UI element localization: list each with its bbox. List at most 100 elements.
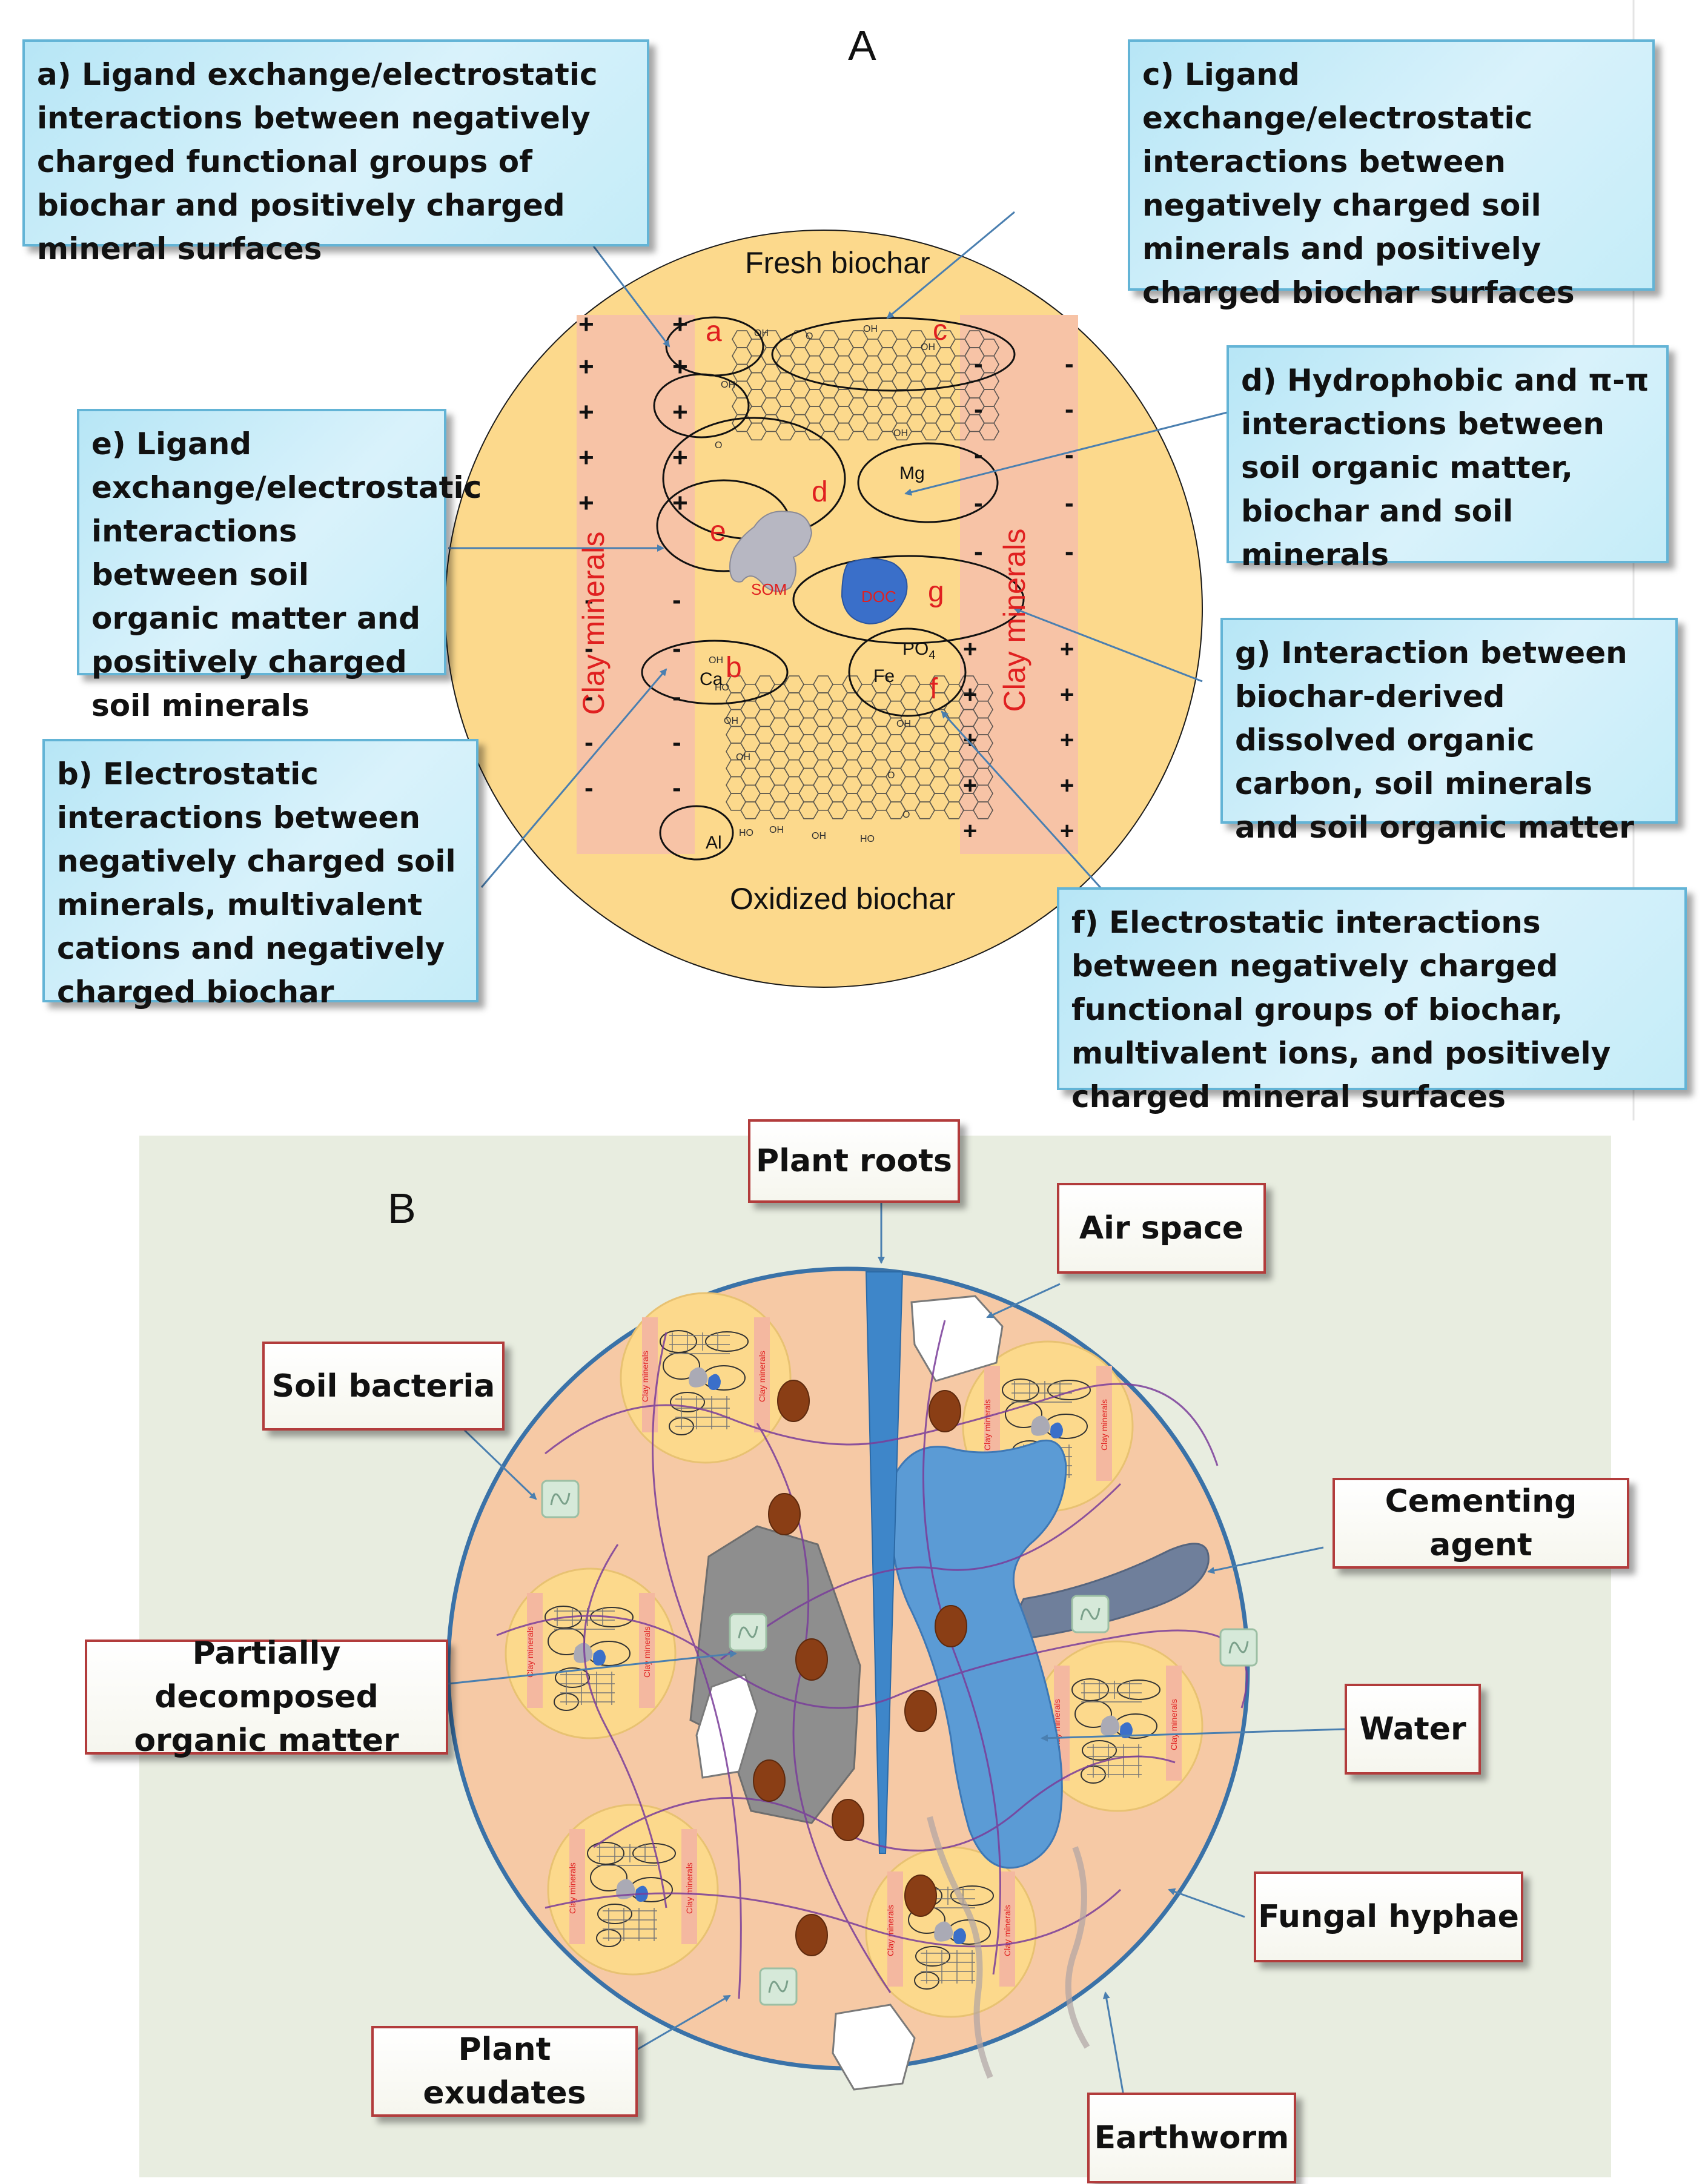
oxidized-biochar-label: Oxidized biochar — [730, 882, 956, 916]
earthworm-label: Earthworm — [1087, 2093, 1296, 2183]
site-letter-c: c — [933, 314, 947, 346]
svg-text:-: - — [672, 727, 681, 757]
site-letter-f: f — [930, 673, 938, 705]
svg-text:+: + — [963, 681, 977, 708]
svg-text:+: + — [1060, 681, 1074, 708]
svg-text:-: - — [584, 727, 594, 757]
air-space-label: Air space — [1057, 1183, 1266, 1274]
svg-text:+: + — [672, 352, 688, 382]
svg-text:-: - — [672, 682, 681, 712]
svg-text:OH: OH — [769, 825, 784, 835]
panel-b-letter: B — [388, 1185, 416, 1232]
svg-text:OH: OH — [863, 324, 878, 334]
fe-label: Fe — [873, 666, 895, 686]
svg-text:+: + — [578, 488, 594, 518]
som-label: SOM — [751, 580, 787, 598]
mechanism-f-box: f) Electrostatic interactions between ne… — [1057, 887, 1687, 1114]
svg-text:+: + — [578, 309, 594, 339]
site-letter-g: g — [928, 576, 944, 608]
mechanism-b-box: b) Electrostatic interactions between ne… — [42, 739, 478, 1010]
ca-label: Ca — [700, 669, 723, 689]
mechanism-c-box: c) Ligand exchange/electrostatic interac… — [1128, 39, 1655, 310]
svg-text:+: + — [672, 488, 688, 518]
clay-minerals-left-label: Clay minerals — [577, 531, 611, 715]
site-letter-d: d — [812, 476, 828, 508]
water-label: Water — [1345, 1684, 1481, 1775]
svg-text:+: + — [672, 309, 688, 339]
panel-a-letter: A — [848, 22, 876, 69]
partially-decomposed-line1: Partially decomposed — [154, 1635, 379, 1715]
partially-decomposed-om-label: Partially decomposed organic matter — [85, 1635, 448, 1759]
earthworm-text: Earthworm — [1094, 2120, 1290, 2156]
mechanism-e-box: e) Ligand exchange/electrostatic interac… — [77, 409, 482, 723]
site-letter-b: b — [726, 652, 742, 684]
fungal-hyphae-label: Fungal hyphae — [1254, 1871, 1523, 1962]
svg-text:OH: OH — [724, 716, 738, 726]
plant-exudates-text: Plant exudates — [423, 2031, 586, 2111]
svg-text:-: - — [584, 773, 594, 802]
svg-text:+: + — [1060, 818, 1074, 844]
cementing-agent-label: Cementing agent — [1333, 1478, 1629, 1569]
svg-text:-: - — [1065, 349, 1074, 379]
plant-exudates-label: Plant exudates — [371, 2026, 638, 2117]
svg-text:OH: OH — [893, 428, 908, 438]
svg-text:O: O — [806, 331, 813, 342]
svg-text:-: - — [974, 394, 983, 424]
svg-text:O: O — [887, 770, 895, 781]
svg-text:+: + — [1060, 772, 1074, 799]
svg-text:+: + — [672, 443, 688, 472]
svg-text:+: + — [672, 397, 688, 427]
fresh-biochar-label: Fresh biochar — [745, 246, 930, 280]
svg-text:-: - — [974, 488, 983, 518]
air-space-text: Air space — [1079, 1210, 1244, 1246]
clay-minerals-right-label: Clay minerals — [998, 528, 1031, 712]
partially-decomposed-line2: organic matter — [134, 1722, 399, 1759]
svg-text:OH: OH — [812, 831, 826, 841]
svg-text:+: + — [578, 443, 594, 472]
svg-text:+: + — [578, 352, 594, 382]
svg-text:-: - — [1065, 537, 1074, 566]
svg-text:O: O — [902, 810, 910, 820]
svg-text:-: - — [974, 440, 983, 469]
svg-text:OH: OH — [709, 655, 723, 666]
water-text: Water — [1359, 1711, 1466, 1747]
site-letter-a: a — [706, 316, 722, 348]
plant-roots-text: Plant roots — [756, 1143, 952, 1179]
mechanism-d-box: d) Hydrophobic and π-π interactions betw… — [1227, 345, 1669, 572]
svg-text:OH: OH — [754, 328, 769, 339]
fungal-hyphae-text: Fungal hyphae — [1258, 1899, 1519, 1935]
mg-label: Mg — [899, 463, 925, 483]
site-letter-e: e — [710, 515, 726, 548]
svg-text:-: - — [584, 585, 594, 615]
svg-text:-: - — [1065, 394, 1074, 424]
svg-text:-: - — [584, 634, 594, 663]
plant-roots-label: Plant roots — [748, 1119, 960, 1203]
po4-label: PO4 — [902, 639, 936, 662]
svg-text:+: + — [963, 636, 977, 663]
svg-text:OH: OH — [921, 342, 935, 352]
soil-bacteria-label: Soil bacteria — [262, 1342, 505, 1431]
mechanism-g-box: g) Interaction between biochar-derived d… — [1220, 618, 1678, 845]
svg-text:-: - — [672, 585, 681, 615]
svg-text:+: + — [1060, 727, 1074, 753]
svg-text:-: - — [974, 537, 983, 566]
svg-text:-: - — [672, 634, 681, 663]
svg-text:-: - — [584, 682, 594, 712]
svg-text:OH: OH — [721, 380, 735, 390]
doc-label: DOC — [861, 587, 896, 606]
al-label: Al — [706, 833, 722, 853]
svg-text:-: - — [1065, 440, 1074, 469]
svg-text:HO: HO — [715, 683, 729, 693]
svg-text:-: - — [672, 773, 681, 802]
soil-bacteria-text: Soil bacteria — [271, 1368, 495, 1405]
mechanism-a-box: a) Ligand exchange/electrostatic interac… — [22, 39, 649, 266]
svg-text:HO: HO — [739, 828, 753, 838]
svg-text:+: + — [1060, 636, 1074, 663]
svg-text:+: + — [578, 397, 594, 427]
svg-text:HO: HO — [860, 834, 875, 844]
cementing-agent-text: Cementing agent — [1385, 1483, 1577, 1563]
svg-text:-: - — [974, 349, 983, 379]
svg-text:OH: OH — [736, 752, 750, 763]
svg-text:-: - — [1065, 488, 1074, 518]
